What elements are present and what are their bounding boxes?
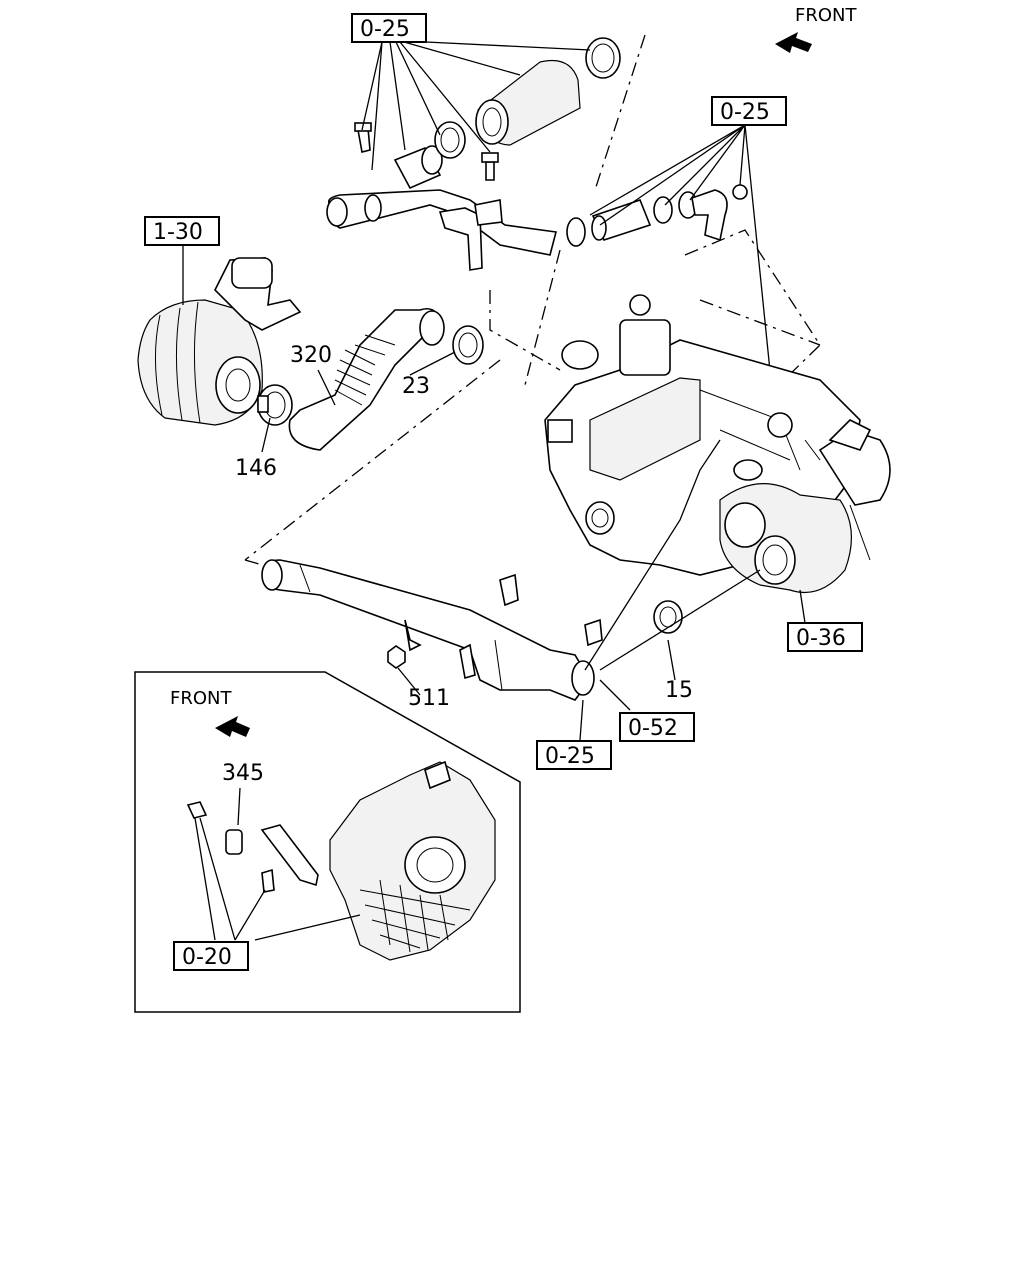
detail-inset <box>134 671 521 1013</box>
ref-box-0-20: 0-20 <box>173 941 249 971</box>
part-number-320: 320 <box>290 343 332 368</box>
upper-intake-pipe <box>326 37 776 421</box>
svg-text:0-36: 0-36 <box>796 626 846 651</box>
svg-text:0-25: 0-25 <box>720 100 770 125</box>
labels: FRONT FRONT 0-25 0-25 1-30 0-36 0-52 0-2… <box>144 5 863 971</box>
part-number-146: 146 <box>235 456 277 481</box>
svg-text:0-52: 0-52 <box>628 716 678 741</box>
svg-text:0-20: 0-20 <box>182 945 232 970</box>
part-number-23: 23 <box>402 374 430 399</box>
ref-box-right-0-25: 0-25 <box>711 96 787 126</box>
ref-box-bottom-0-25: 0-25 <box>536 740 612 770</box>
ref-box-0-52: 0-52 <box>619 712 695 742</box>
part-number-345: 345 <box>222 761 264 786</box>
svg-text:1-30: 1-30 <box>153 220 203 245</box>
lower-pipe <box>261 439 806 741</box>
svg-text:0-25: 0-25 <box>360 17 410 42</box>
flexible-hose <box>257 307 484 453</box>
front-label-top: FRONT <box>795 5 857 26</box>
ref-box-0-36: 0-36 <box>787 622 863 652</box>
turbocharger <box>719 419 891 594</box>
part-number-15: 15 <box>665 678 693 703</box>
air-cleaner <box>137 243 302 426</box>
ref-box-1-30: 1-30 <box>144 216 220 246</box>
front-label-inset: FRONT <box>170 688 232 709</box>
svg-text:0-25: 0-25 <box>545 744 595 769</box>
part-number-511: 511 <box>408 686 450 711</box>
front-arrow-top-icon <box>775 32 812 53</box>
front-arrow-inset-icon <box>215 716 250 737</box>
ref-box-top-0-25: 0-25 <box>351 13 427 43</box>
